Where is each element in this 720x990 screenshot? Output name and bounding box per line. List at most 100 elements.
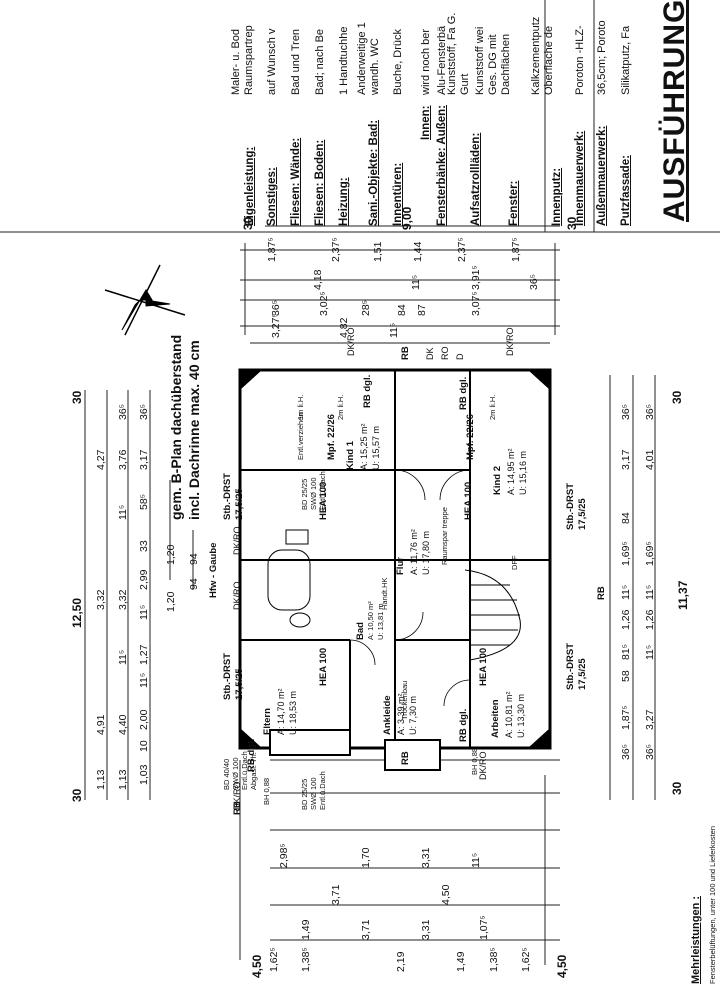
dim-right-r2-6: 3,27 bbox=[644, 709, 656, 730]
label-stb-drst-right2: Stb.-DRST bbox=[565, 643, 576, 690]
label-mpf-2: Mpf. 22/26 bbox=[465, 414, 476, 460]
mehrleistungen-text: Fensterbelüftungen, unter 100 und Liefer… bbox=[708, 825, 717, 984]
dim-bottom-r4-1: 1,38⁵ bbox=[300, 947, 312, 972]
spec-label-innenputz: Innenputz: bbox=[551, 167, 563, 226]
dim-bottom-r4-2: 2,19 bbox=[395, 951, 407, 972]
dim-right-r1-3: 1,69⁵ bbox=[620, 541, 632, 566]
label-rb-bottom: RB bbox=[400, 751, 411, 765]
mehrleistungen-label: Mehrleistungen : bbox=[690, 895, 702, 984]
label-dk-ro-6: DK/RO bbox=[478, 751, 488, 780]
label-bh-088-a: BH 0,88 bbox=[262, 777, 271, 805]
label-dk-ro-4: DK/RO bbox=[346, 327, 356, 356]
label-hea100-d: HEA 100 bbox=[478, 647, 489, 686]
room-kind2-name: Kind 2 bbox=[492, 465, 503, 495]
dim-bottom-r2-1: 4,50 bbox=[440, 884, 452, 905]
dim-right-r1-8: 1,87⁵ bbox=[620, 705, 632, 730]
dim-left-r3-0: 36⁵ bbox=[138, 403, 150, 420]
spec-text-sani-objekte: Anderweitige 1 wandh. WC bbox=[356, 22, 381, 95]
dim-bottom-r4-5: 1,62⁵ bbox=[520, 947, 532, 972]
dim-bottom-r3-3: 1,07⁵ bbox=[478, 915, 490, 940]
dim-left-113b: 1,13 bbox=[117, 769, 129, 790]
bplan-note-2: incl. Dachrinne max. 40 cm bbox=[186, 340, 202, 520]
spec-text-fenster: Kunststoff wei Ges. DG mit Dachflächen bbox=[474, 26, 512, 95]
dim-top-30a: 30 bbox=[241, 216, 255, 230]
spec-label-fenster: Fenster: bbox=[508, 180, 520, 226]
dim-bottom-r1-0: 2,98⁵ bbox=[278, 843, 290, 868]
dim-left-r1-2: 4,91 bbox=[95, 714, 107, 735]
dim-top-total: 9,00 bbox=[400, 206, 414, 230]
dim-bottom-r3-1: 3,71 bbox=[360, 919, 372, 940]
spec-label-heizung: Heizung: bbox=[338, 177, 350, 226]
dim-left-r3-10: 1,03 bbox=[138, 764, 150, 785]
label-hea100-c: HEA 100 bbox=[463, 481, 474, 520]
label-sw100-b: SWØ 100 bbox=[231, 757, 240, 790]
dim-top-r2-2: 3,91⁵ bbox=[470, 265, 482, 290]
room-bad-name: Bad bbox=[355, 622, 366, 640]
dim-right-r2-2: 1,69⁵ bbox=[644, 541, 656, 566]
dim-top-r4-1: 3,27⁵ bbox=[270, 313, 282, 338]
label-li-h-1: 1m li.H. bbox=[296, 394, 305, 420]
dim-right-30a: 30 bbox=[670, 390, 684, 404]
room-ankleide-perimeter: U: 7,30 m bbox=[408, 695, 418, 735]
spec-text-fensterbaenke-aussen: Alu-Fensterbä bbox=[436, 25, 448, 95]
dim-top-r3-4: 87 bbox=[416, 304, 428, 316]
dim-top-r1-3: 1,44 bbox=[412, 241, 424, 262]
spec-text-fliesen-waende: Bad und Tren bbox=[290, 28, 302, 95]
label-hfw-gaube: Hfw - Gaube bbox=[208, 542, 219, 598]
dim-left-r1-1: 3,32 bbox=[95, 589, 107, 610]
label-stb-drst-mid: Stb.-DRST bbox=[222, 473, 233, 520]
dim-left-r2-1: 3,76 bbox=[117, 449, 129, 470]
room-flur-name: Flur bbox=[395, 557, 406, 575]
label-stb-size-right: 17,5/25 bbox=[577, 498, 588, 530]
dim-right-r1-7: 58 bbox=[620, 670, 632, 682]
spec-label-fliesen-waende: Fliesen: Wände: bbox=[290, 137, 302, 226]
dim-left-r2-3: 3,32 bbox=[117, 589, 129, 610]
label-entl-dach-c: Entl.ü.Dach bbox=[318, 771, 327, 810]
room-kind1-perimeter: U: 15,57 m bbox=[371, 425, 381, 470]
label-dff: DFF bbox=[510, 555, 519, 570]
label-sw100-c: SWØ 100 bbox=[309, 777, 318, 810]
room-kind2-perimeter: U: 15,16 m bbox=[518, 450, 528, 495]
label-li-h-3: 2m li.H. bbox=[488, 394, 497, 420]
spec-text-aussenmauerwerk: 36,5cm; Poroto bbox=[596, 20, 608, 95]
room-flur-perimeter: U: 17,80 m bbox=[421, 530, 431, 575]
dim-top-r2-3: 36⁵ bbox=[528, 273, 540, 290]
label-li-h-2: 2m li.H. bbox=[336, 394, 345, 420]
dim-right-r1-5: 1,26 bbox=[620, 609, 632, 630]
dim-left-r3-6: 1,27 bbox=[138, 644, 150, 665]
bplan-note-1: gem. B-Plan dachüberstand bbox=[168, 334, 184, 520]
dim-right-r1-9: 36⁵ bbox=[620, 743, 632, 760]
dim-left-113: 1,13 bbox=[95, 769, 107, 790]
label-dk-ro-3: DK/RO bbox=[505, 327, 515, 356]
label-bh-088-b: BH 0,88 bbox=[470, 747, 479, 775]
dim-left-r4-1: 1,20 bbox=[165, 591, 177, 612]
label-rb-dgl-2: RB dgl. bbox=[458, 376, 469, 410]
dim-bottom-r4-0: 1,62⁵ bbox=[268, 947, 280, 972]
dim-bottom-r4-4: 1,38⁵ bbox=[488, 947, 500, 972]
dim-bottom-total1: 4,50 bbox=[250, 954, 264, 978]
dim-left-r3-7: 11⁵ bbox=[138, 672, 150, 688]
dim-bottom-r1-2: 3,31 bbox=[420, 847, 432, 868]
label-mpf-1: Mpf. 22/26 bbox=[326, 414, 337, 460]
dim-top-r3-1: 3,02⁵ bbox=[318, 291, 330, 316]
dim-right-r2-1: 4,01 bbox=[644, 449, 656, 470]
dim-right-r1-4: 11⁵ bbox=[620, 584, 632, 600]
dim-left-total: 12,50 bbox=[70, 597, 84, 628]
dim-left-r1-0: 4,27 bbox=[95, 449, 107, 470]
spec-label-fensterbaenke-innen: Innen: bbox=[420, 105, 432, 141]
dim-bottom-r1-3: 11⁵ bbox=[470, 852, 482, 868]
room-flur-area: A: 11,76 m² bbox=[409, 529, 419, 575]
label-trocken: Trockenbau bbox=[400, 680, 409, 720]
spec-label-fensterbaenke-aussen: Fensterbänke: Außen: bbox=[436, 105, 448, 226]
dim-right-total: 11,37 bbox=[676, 580, 690, 610]
room-kind1-name: Kind 1 bbox=[345, 440, 356, 470]
dim-left-r2-2: 11⁵ bbox=[117, 504, 129, 520]
dim-top-r2-0: 4,18 bbox=[312, 269, 324, 290]
dim-left-30b: 30 bbox=[70, 788, 84, 802]
dim-bottom-r2-0: 3,71 bbox=[330, 884, 342, 905]
label-dk-ro-2: DK/RO bbox=[232, 526, 242, 555]
label-rb-dgl-4: RB dgl. bbox=[458, 708, 469, 742]
dim-left-r4-0: 1,20 bbox=[165, 544, 177, 565]
label-bd-2525: BD 25/25 bbox=[300, 478, 309, 510]
label-sw100-a: SWØ 100 bbox=[309, 477, 318, 510]
